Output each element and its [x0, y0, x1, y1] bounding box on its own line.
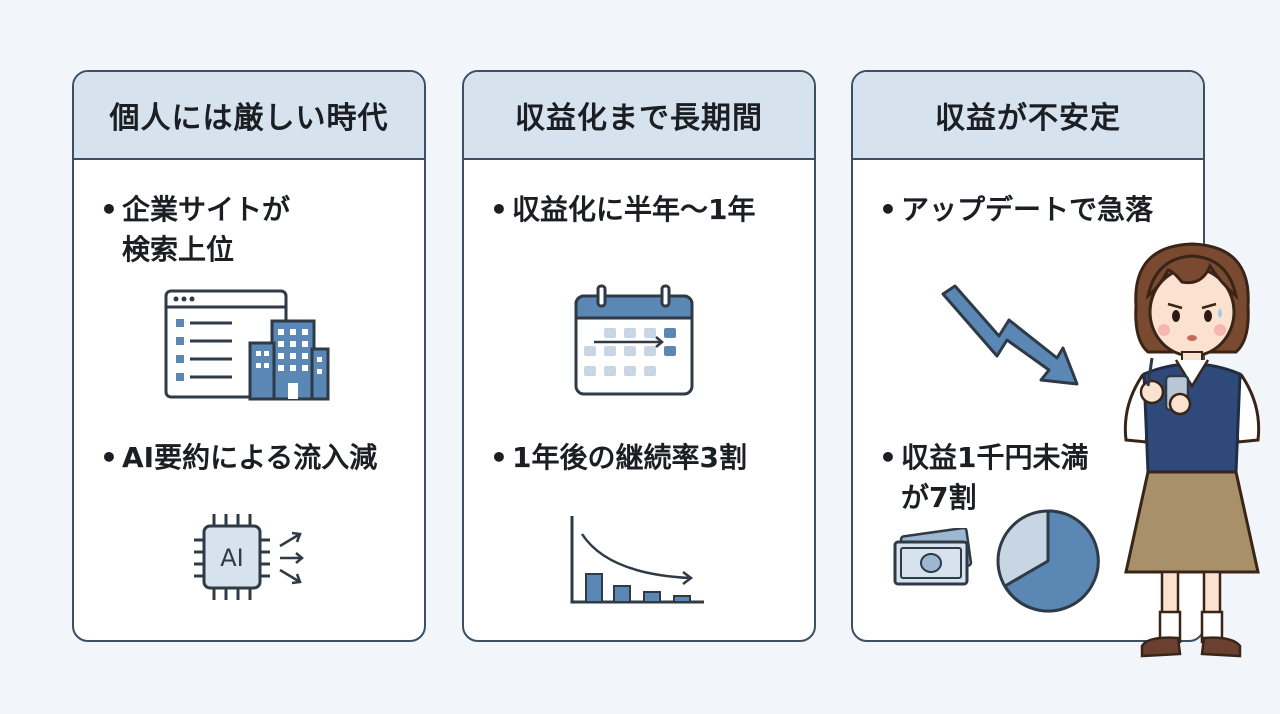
bullet-mark: •	[100, 441, 118, 474]
card-unstable-revenue: 収益が不安定 •アップデートで急落 •収益1千円未満 が7割	[851, 70, 1205, 642]
card-title: 収益化まで長期間	[464, 72, 814, 160]
website-building-icon	[164, 289, 330, 401]
card-title: 個人には厳しい時代	[74, 72, 424, 160]
calendar-icon	[574, 284, 694, 396]
bullet-mark: •	[490, 193, 508, 226]
falling-arrow-icon	[941, 284, 1079, 386]
card-long-period: 収益化まで長期間 •収益化に半年〜1年 •1年後の継続率3割	[462, 70, 816, 642]
bullet-text: アップデートで急落	[901, 193, 1154, 226]
bullet-text: 収益1千円未満	[901, 441, 1089, 474]
bullet-text: 1年後の継続率3割	[512, 441, 747, 474]
bullet-mark: •	[879, 193, 897, 226]
banknote-icon	[893, 528, 973, 586]
bullet-item: •収益化に半年〜1年	[490, 190, 755, 230]
bullet-item: •企業サイトが 検索上位	[100, 190, 290, 270]
bullet-text: 企業サイトが	[122, 193, 291, 226]
bullet-mark: •	[100, 193, 118, 226]
bullet-item: •AI要約による流入減	[100, 438, 377, 478]
bullet-item: •アップデートで急落	[879, 190, 1153, 230]
bullet-text-line2: 検索上位	[122, 233, 235, 266]
pie-chart-icon	[996, 509, 1100, 613]
bullet-text-line2: が7割	[901, 481, 977, 514]
bullet-item: •収益1千円未満 が7割	[879, 438, 1088, 518]
bullet-mark: •	[490, 441, 508, 474]
bullet-text: 収益化に半年〜1年	[512, 193, 756, 226]
ai-chip-icon: AI	[194, 514, 304, 600]
bullet-mark: •	[879, 441, 897, 474]
worried-girl-illustration	[1123, 242, 1261, 658]
bullet-item: •1年後の継続率3割	[490, 438, 747, 478]
card-individual-tough: 個人には厳しい時代 •企業サイトが 検索上位 •AI要約による流入減	[72, 70, 426, 642]
bullet-text: AI要約による流入減	[122, 441, 378, 474]
chip-label: AI	[220, 544, 244, 572]
declining-bar-chart-icon	[570, 516, 704, 604]
card-title: 収益が不安定	[853, 72, 1203, 160]
